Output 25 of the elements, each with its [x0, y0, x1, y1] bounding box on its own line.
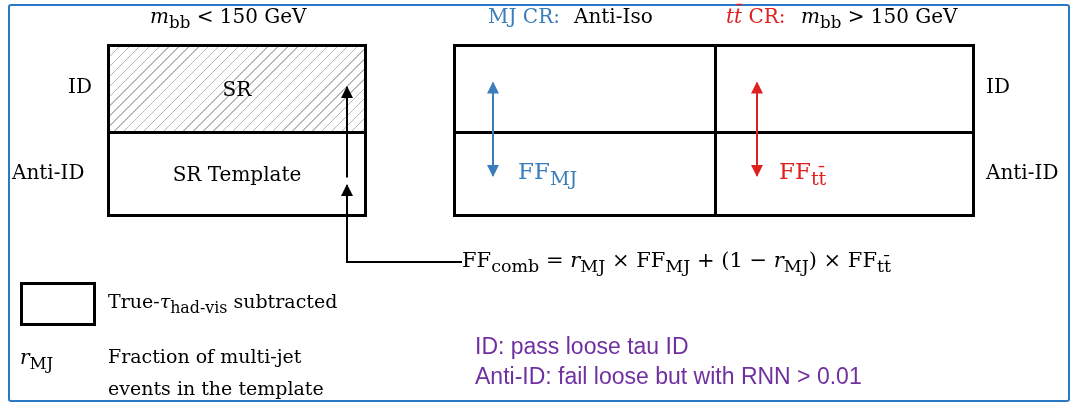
arrow [751, 81, 763, 177]
column-heading: m$_{bb}$ < 150 GeV [150, 4, 307, 32]
column-heading: MJ CR: [488, 4, 560, 28]
note-text: Anti-ID: fail loose but with RNN > 0.01 [475, 363, 862, 390]
arrow [487, 81, 499, 177]
region-cell [453, 44, 717, 134]
row-label: ID [68, 74, 92, 98]
legend-text: True-τ$_{had-vis}$ subtracted [108, 290, 338, 317]
region-cell [714, 44, 975, 134]
region-cell: FF$_{tt̄}$ [714, 131, 975, 217]
arrow [341, 86, 353, 179]
row-label: Anti-ID [12, 160, 85, 184]
column-heading: Anti-Iso [574, 4, 653, 28]
column-heading: tt̄ CR: [726, 4, 786, 28]
arrow [341, 184, 463, 263]
symbol-label: r$_{MJ}$ [20, 345, 54, 373]
note-text: ID: pass loose tau ID [475, 333, 689, 360]
note-text: Fraction of multi-jet events in the template [108, 344, 325, 401]
formula: FF$_{comb}$ = r$_{MJ}$ × FF$_{MJ}$ + (1 − r$_{MJ}$) × FF$_{tt̄}$ [462, 246, 892, 278]
column-heading: m$_{bb}$ > 150 GeV [801, 4, 958, 32]
row-label: ID [986, 74, 1010, 98]
row-label: Anti-ID [986, 160, 1059, 184]
region-cell: SR [107, 44, 367, 134]
region-cell: SR Template [107, 131, 367, 217]
region-cell: FF$_{MJ}$ [453, 131, 717, 217]
